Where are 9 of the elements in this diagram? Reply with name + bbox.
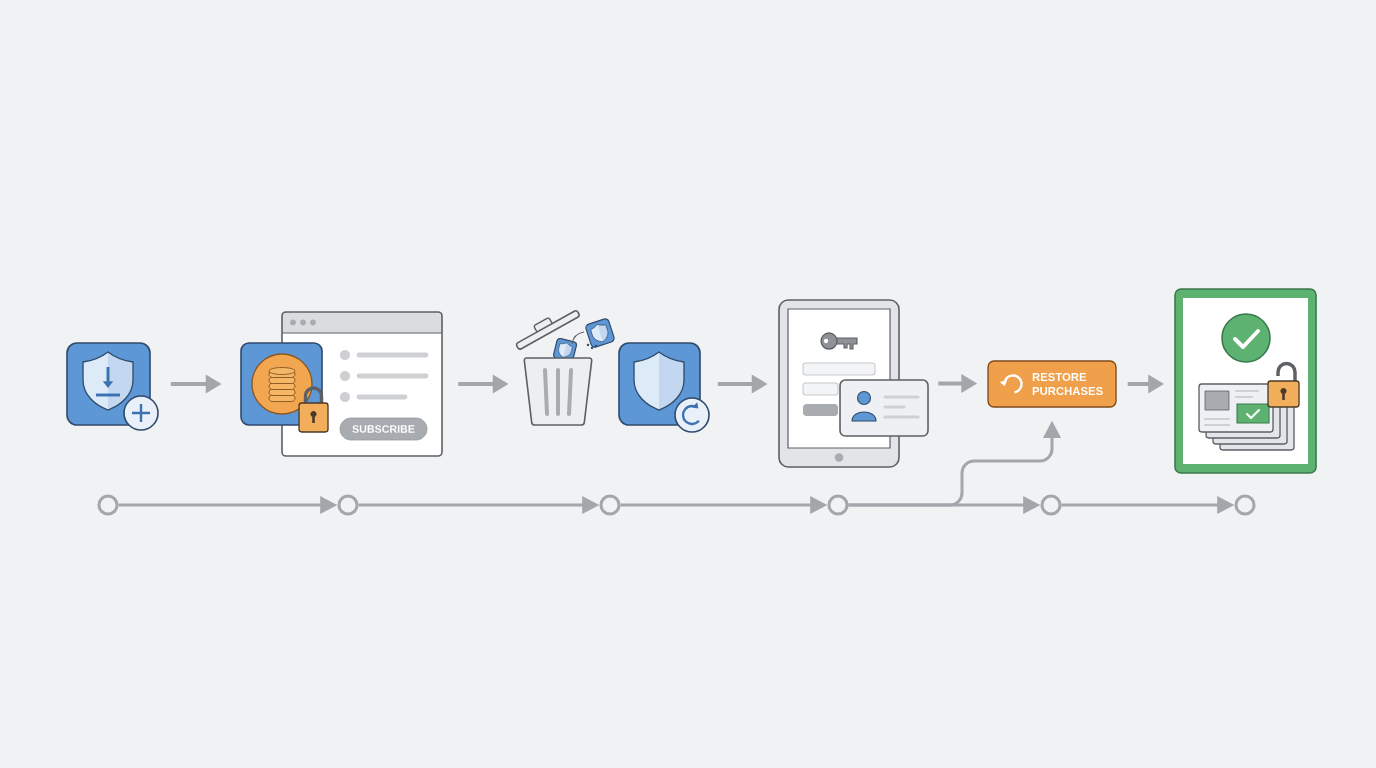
timeline-circle bbox=[97, 494, 119, 516]
timeline-circle bbox=[827, 494, 849, 516]
restore-button: RESTORE PURCHASES bbox=[987, 360, 1117, 408]
subscribe-button: SUBSCRIBE bbox=[339, 417, 428, 441]
trash-can-icon bbox=[515, 310, 615, 426]
timeline-circle bbox=[1040, 494, 1062, 516]
timeline-circle bbox=[337, 494, 359, 516]
timeline-circle bbox=[599, 494, 621, 516]
timeline-circle bbox=[1234, 494, 1256, 516]
